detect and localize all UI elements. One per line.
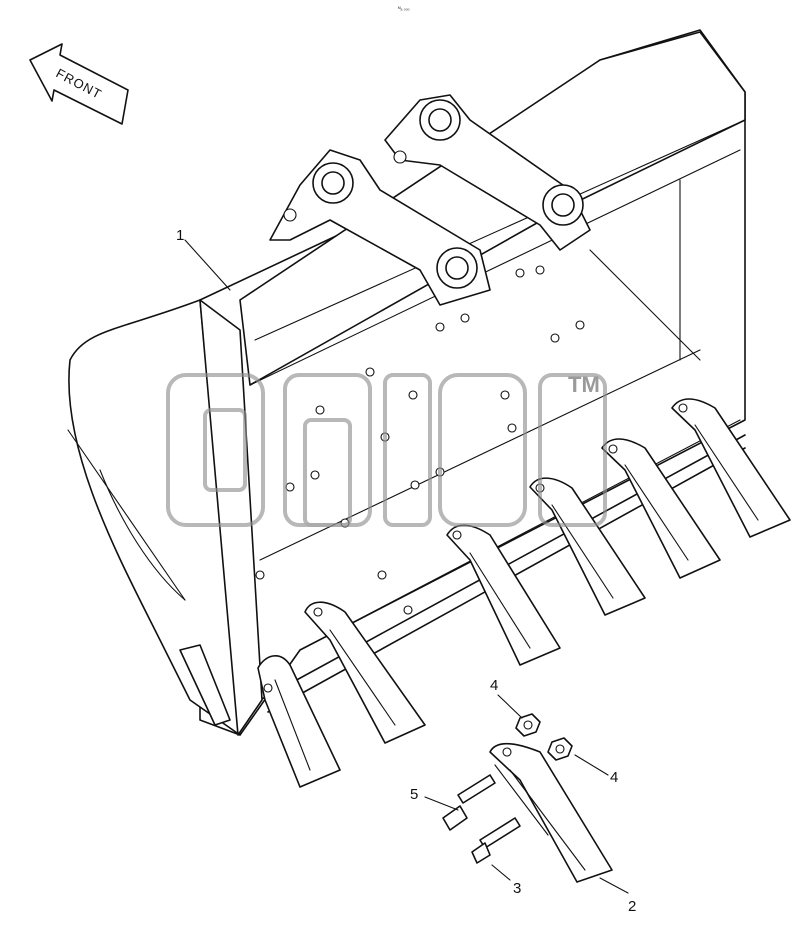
callout-4-right: 4 (610, 769, 618, 786)
bolt (442, 774, 496, 831)
leader-lines (184, 239, 629, 894)
pin (471, 817, 521, 864)
nut-right (547, 737, 573, 761)
callout-3: 3 (513, 880, 521, 897)
callout-5: 5 (410, 786, 418, 803)
watermark-logo (166, 373, 607, 527)
corner-mark: ᴹₐ ₒₒₒ (398, 6, 410, 12)
bucket-teeth (257, 398, 791, 788)
exploded-tooth-point (489, 742, 613, 883)
watermark-tm: TM (568, 372, 600, 397)
bolt-holes (255, 265, 585, 615)
callout-2: 2 (628, 898, 636, 915)
callout-1: 1 (176, 227, 184, 244)
front-arrow: FRONT (29, 43, 129, 125)
nut-upper (515, 713, 541, 737)
callout-4-upper: 4 (490, 677, 498, 694)
bucket-body (67, 29, 746, 736)
